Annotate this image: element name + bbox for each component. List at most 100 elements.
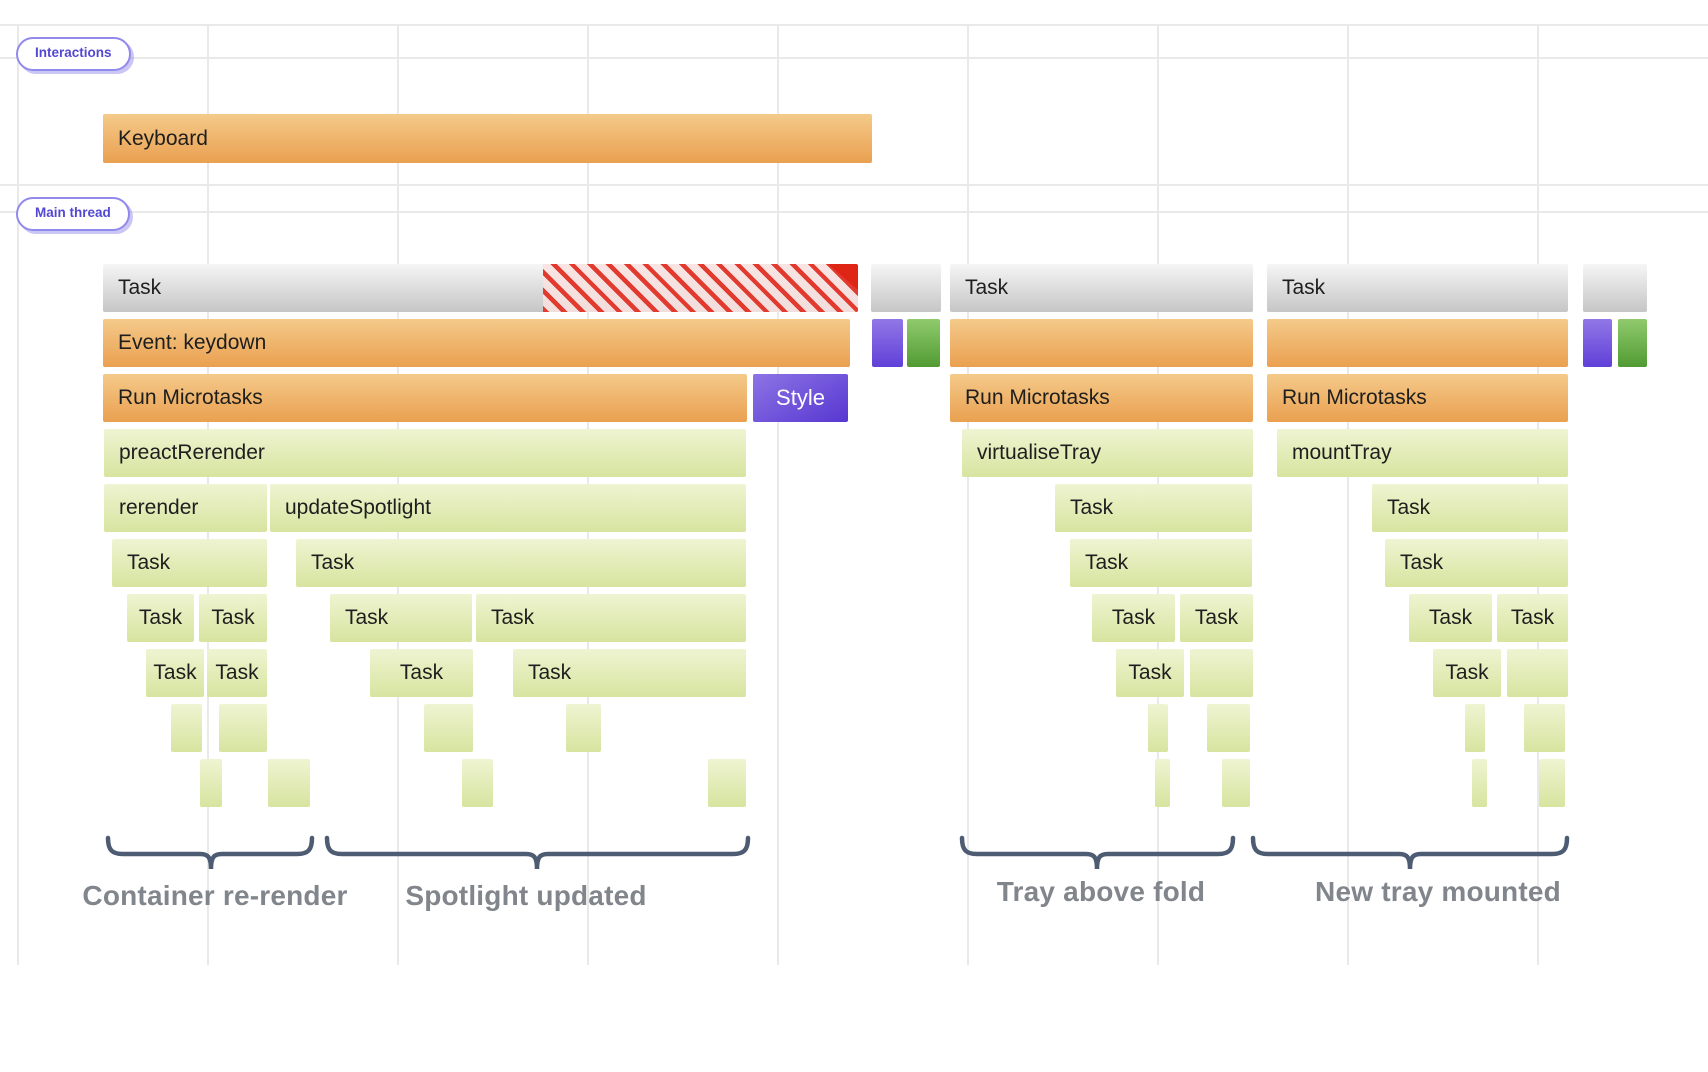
annotation-caption: Container re-render <box>82 880 348 911</box>
flame-bar-label: Task <box>399 661 444 684</box>
flame-bar-task[interactable]: Task <box>1055 484 1252 532</box>
flame-bar-run-microtasks[interactable]: Run Microtasks <box>950 374 1253 422</box>
flame-bar-task[interactable]: Task <box>207 649 267 697</box>
flame-bar-label: Task <box>1194 606 1239 629</box>
flame-bar-unlabeled[interactable] <box>708 759 746 807</box>
flame-bar-label: Task <box>1111 606 1156 629</box>
flame-bar-task[interactable]: Task <box>112 539 267 587</box>
flame-bar-label: updateSpotlight <box>285 496 431 519</box>
flame-bar-unlabeled[interactable] <box>1190 649 1253 697</box>
flame-bar-task[interactable]: Task <box>296 539 746 587</box>
flame-bar-task[interactable]: Task <box>1409 594 1492 642</box>
flame-bar-label: Task <box>528 661 572 684</box>
flame-bar-label: Task <box>1510 606 1555 629</box>
flame-bar-label: Task <box>127 551 171 574</box>
flame-bar-label: Task <box>1387 496 1431 519</box>
flame-bar-task[interactable]: Task <box>103 264 858 312</box>
flame-bar-task[interactable]: Task <box>330 594 472 642</box>
flame-bar-label: Run Microtasks <box>965 386 1110 409</box>
flame-bar-style[interactable]: Style <box>753 374 848 422</box>
flame-bar-unlabeled[interactable] <box>219 704 267 752</box>
flame-bar-task[interactable]: Task <box>1385 539 1568 587</box>
flame-bar-unlabeled[interactable] <box>1155 759 1170 807</box>
flame-bar-unlabeled[interactable] <box>200 759 222 807</box>
flame-bar-label: Task <box>153 661 197 684</box>
flame-bar-task[interactable]: Task <box>1092 594 1175 642</box>
flame-bar-task[interactable]: Task <box>199 594 267 642</box>
interactions-track-label[interactable]: Interactions <box>16 37 131 71</box>
flame-bar-task[interactable]: Task <box>146 649 204 697</box>
flame-bar-task[interactable]: Task <box>476 594 746 642</box>
annotation-caption: Tray above fold <box>996 876 1206 907</box>
flame-bar-unlabeled[interactable] <box>1618 319 1647 367</box>
flame-bar-unlabeled[interactable] <box>566 704 601 752</box>
flame-bar-label: Task <box>345 606 389 629</box>
flame-bar-unlabeled[interactable] <box>1507 649 1568 697</box>
flame-bar-unlabeled[interactable] <box>1583 264 1647 312</box>
flame-bar-label: Event: keydown <box>118 331 267 354</box>
flame-bar-task[interactable]: Task <box>1267 264 1568 312</box>
flame-bar-unlabeled[interactable] <box>1524 704 1565 752</box>
flame-bar-label: Task <box>118 276 162 299</box>
flame-bar-task[interactable]: Task <box>1433 649 1501 697</box>
flame-bar-unlabeled[interactable] <box>1539 759 1565 807</box>
flame-bar-task[interactable]: Task <box>1070 539 1252 587</box>
flame-bar-preactrerender[interactable]: preactRerender <box>104 429 746 477</box>
grid-line-vertical <box>777 24 779 965</box>
flame-bar-virtualisetray[interactable]: virtualiseTray <box>962 429 1253 477</box>
flame-bar-unlabeled[interactable] <box>1465 704 1485 752</box>
flame-bar-run-microtasks[interactable]: Run Microtasks <box>103 374 747 422</box>
flame-bar-unlabeled[interactable] <box>872 319 903 367</box>
keyboard-interaction-bar[interactable]: Keyboard <box>103 114 872 163</box>
flame-bar-mounttray[interactable]: mountTray <box>1277 429 1568 477</box>
flame-bar-updatespotlight[interactable]: updateSpotlight <box>270 484 746 532</box>
flame-bar-unlabeled[interactable] <box>268 759 310 807</box>
flame-bar-label: Task <box>1428 606 1473 629</box>
flame-bar-label: preactRerender <box>119 441 265 464</box>
flame-bar-unlabeled[interactable] <box>424 704 473 752</box>
annotation-caption: Spotlight updated <box>405 880 647 911</box>
flame-bar-unlabeled[interactable] <box>462 759 493 807</box>
flame-bar-unlabeled[interactable] <box>1267 319 1568 367</box>
flame-bar-task[interactable]: Task <box>1372 484 1568 532</box>
flame-bar-label: Task <box>1070 496 1114 519</box>
flame-bar-label: mountTray <box>1292 441 1392 464</box>
flame-bar-task[interactable]: Task <box>1180 594 1253 642</box>
grid-line-horizontal <box>0 184 1708 186</box>
flame-bar-label: Task <box>491 606 535 629</box>
grid-line-horizontal <box>0 57 1708 59</box>
flame-bar-run-microtasks[interactable]: Run Microtasks <box>1267 374 1568 422</box>
flame-bar-label: virtualiseTray <box>977 441 1102 464</box>
flame-bar-unlabeled[interactable] <box>171 704 202 752</box>
annotation-bracket <box>959 835 1236 870</box>
flame-bar-task[interactable]: Task <box>1116 649 1184 697</box>
grid-line-vertical <box>967 24 969 965</box>
flame-bar-task[interactable]: Task <box>370 649 473 697</box>
flame-bar-task[interactable]: Task <box>127 594 194 642</box>
flame-bar-task[interactable]: Task <box>513 649 746 697</box>
grid-line-vertical <box>17 24 19 965</box>
flame-bar-unlabeled[interactable] <box>907 319 940 367</box>
flame-bar-task[interactable]: Task <box>1497 594 1568 642</box>
main-thread-track-label[interactable]: Main thread <box>16 197 130 231</box>
flame-bar-unlabeled[interactable] <box>1472 759 1487 807</box>
annotation-caption: New tray mounted <box>1315 876 1561 907</box>
flame-bar-label: Task <box>1445 661 1489 684</box>
flame-bar-rerender[interactable]: rerender <box>104 484 267 532</box>
keyboard-interaction-label: Keyboard <box>118 126 208 150</box>
flame-bar-label: rerender <box>119 496 199 519</box>
flame-bar-unlabeled[interactable] <box>950 319 1253 367</box>
annotation-bracket <box>324 835 751 870</box>
flame-bar-label: Run Microtasks <box>1282 386 1427 409</box>
annotation-bracket <box>1250 835 1570 870</box>
flame-bar-unlabeled[interactable] <box>1222 759 1250 807</box>
flame-bar-unlabeled[interactable] <box>871 264 941 312</box>
grid-line-horizontal <box>0 24 1708 26</box>
flame-bar-unlabeled[interactable] <box>1583 319 1612 367</box>
flame-bar-task[interactable]: Task <box>950 264 1253 312</box>
flame-bar-unlabeled[interactable] <box>1207 704 1250 752</box>
flame-bar-label: Task <box>215 661 259 684</box>
flame-bar-unlabeled[interactable] <box>1148 704 1168 752</box>
flame-bar-label: Task <box>138 606 183 629</box>
flame-bar-event-keydown[interactable]: Event: keydown <box>103 319 850 367</box>
